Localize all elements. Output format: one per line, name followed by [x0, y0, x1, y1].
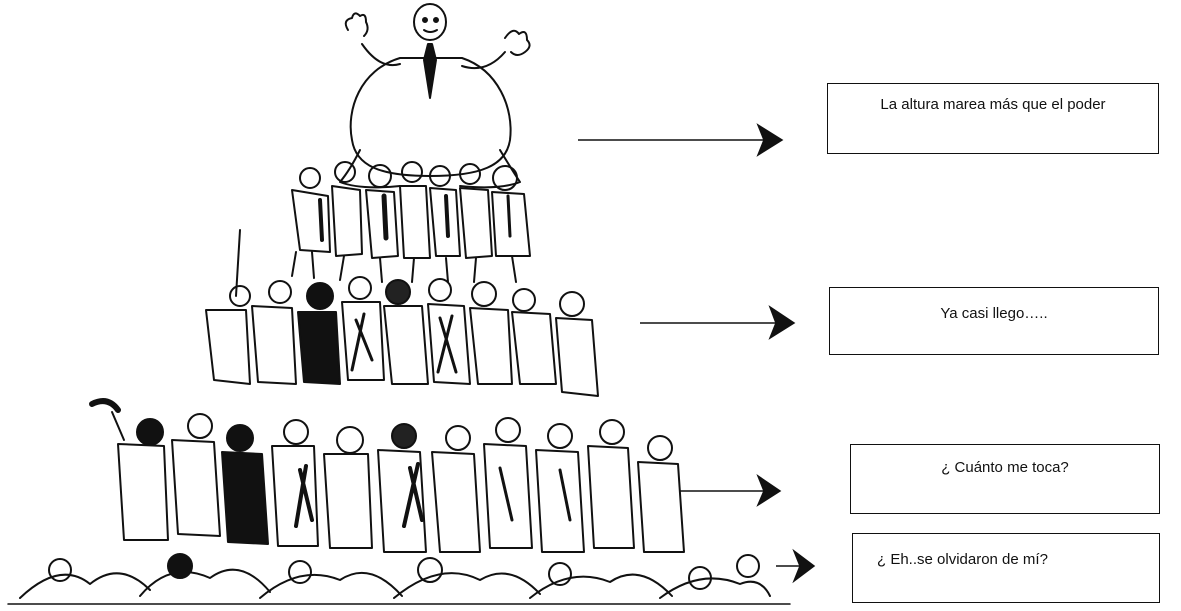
tier-4-figures	[89, 398, 685, 553]
tier-2-figures	[291, 161, 531, 283]
arrow-right-icon	[776, 548, 816, 584]
human-pyramid-illustration	[7, 3, 791, 605]
arrow-right-icon	[578, 123, 784, 157]
arrow-right-icon	[640, 305, 796, 340]
base-tier-figures	[7, 553, 791, 605]
level-label-base: ¿ Eh..se olvidaron de mí?	[852, 533, 1160, 603]
level-label-middle: Ya casi llego…..	[829, 287, 1159, 355]
level-label-lower: ¿ Cuánto me toca?	[850, 444, 1160, 514]
arrow-right-icon	[680, 473, 782, 507]
level-label-top: La altura marea más que el poder	[827, 83, 1159, 154]
tier-3-figures	[205, 229, 599, 397]
